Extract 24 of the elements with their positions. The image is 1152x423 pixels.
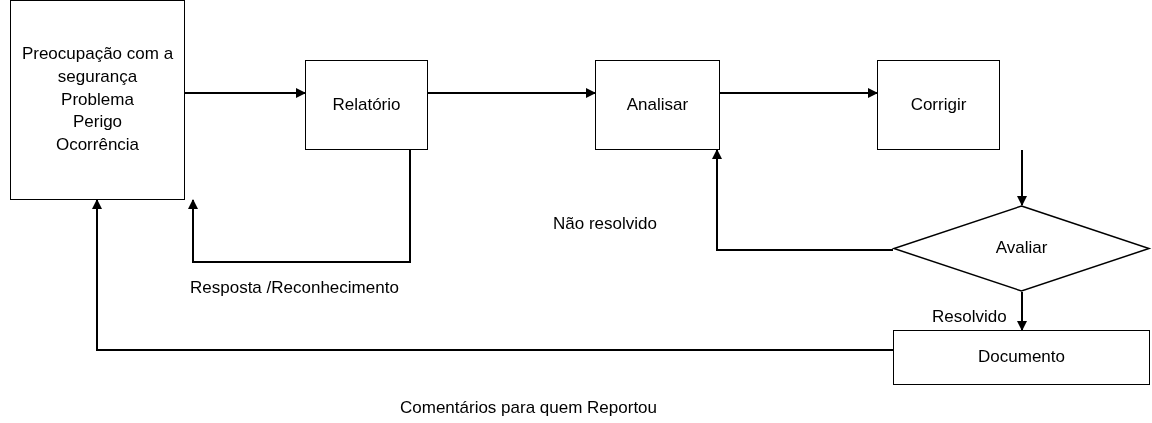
- arrow: [1017, 291, 1027, 331]
- node-label: Problema: [61, 88, 134, 111]
- node-label: Preocupação com a segurança: [20, 42, 175, 88]
- node-label: Relatório: [332, 93, 401, 116]
- arrow: [188, 149, 411, 263]
- process-box: [893, 330, 1150, 385]
- arrow: [427, 88, 596, 98]
- arrow: [184, 88, 306, 98]
- arrow: [92, 199, 894, 351]
- decision-diamond: [893, 205, 1150, 292]
- arrow: [719, 88, 878, 98]
- node-label: Ocorrência: [55, 134, 140, 157]
- arrow: [1017, 149, 1027, 206]
- process-box: [305, 60, 428, 150]
- node-label: Documento: [978, 346, 1065, 369]
- arrow: [712, 149, 894, 251]
- node-label: Perigo: [72, 111, 123, 134]
- process-box: [10, 0, 185, 200]
- node-label: Avaliar: [995, 237, 1048, 260]
- process-box: [877, 60, 1000, 150]
- process-box: [595, 60, 720, 150]
- edge-label: Resposta /Reconhecimento: [188, 278, 401, 298]
- node-label: Corrigir: [910, 93, 967, 116]
- node-label: Analisar: [626, 93, 689, 116]
